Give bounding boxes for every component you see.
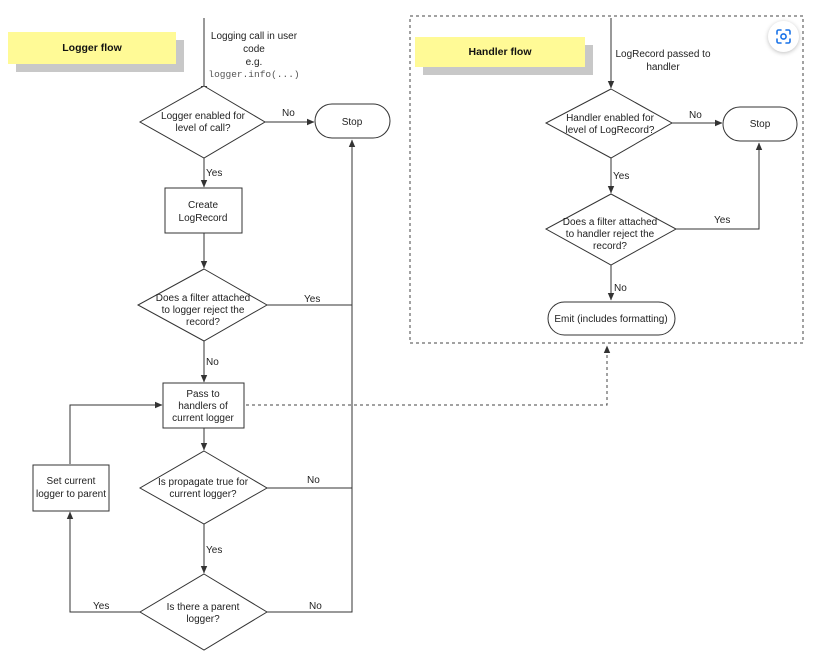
handler-enabled-decision: Handler enabled for level of LogRecord?: [544, 88, 674, 159]
logger-flow-edges: [66, 18, 611, 613]
svg-text:Handler enabled for: Handler enabled for: [566, 113, 655, 124]
parent-logger-decision: Is there a parent logger?: [139, 573, 268, 651]
label-yes-handler-enabled: Yes: [613, 171, 629, 182]
label-yes-logger-enabled: Yes: [206, 168, 222, 179]
svg-text:to handler reject the: to handler reject the: [566, 229, 655, 240]
label-no-handler-enabled: No: [689, 110, 702, 121]
label-no-logger-filter: No: [206, 357, 219, 368]
create-logrecord-box: Create LogRecord: [164, 187, 243, 234]
svg-text:current logger?: current logger?: [169, 489, 237, 500]
logger-flow-title: Logger flow: [8, 32, 184, 72]
label-yes-logger-filter: Yes: [304, 294, 320, 305]
pass-to-handlers-box: Pass to handlers of current logger: [162, 382, 245, 429]
svg-text:record?: record?: [186, 317, 220, 328]
label-yes-handler-filter: Yes: [714, 215, 730, 226]
svg-text:handlers of: handlers of: [178, 401, 228, 412]
label-yes-propagate: Yes: [206, 545, 222, 556]
handler-flow-title: Handler flow: [415, 37, 593, 75]
label-no-parent: No: [309, 601, 322, 612]
emit-terminal: Emit (includes formatting): [547, 301, 676, 336]
visual-search-button[interactable]: [768, 21, 799, 52]
svg-text:record?: record?: [593, 241, 627, 252]
svg-text:Logger enabled for: Logger enabled for: [161, 111, 246, 122]
svg-text:Set current: Set current: [47, 476, 96, 487]
label-no-propagate: No: [307, 475, 320, 486]
svg-text:e.g.: e.g.: [246, 57, 263, 68]
label-no-handler-filter: No: [614, 283, 627, 294]
svg-text:LogRecord passed to: LogRecord passed to: [615, 49, 711, 60]
handler-flow-edges: [607, 18, 763, 301]
svg-text:logger to parent: logger to parent: [36, 489, 106, 500]
svg-text:Pass to: Pass to: [186, 389, 220, 400]
logger-filter-decision: Does a filter attached to logger reject …: [136, 268, 269, 342]
svg-text:logger?: logger?: [186, 614, 220, 625]
label-yes-parent: Yes: [93, 601, 109, 612]
svg-text:handler: handler: [646, 62, 680, 73]
svg-text:Is there a parent: Is there a parent: [167, 602, 240, 613]
svg-text:level of LogRecord?: level of LogRecord?: [566, 125, 655, 136]
handler-entry-text: LogRecord passed to handler: [615, 49, 711, 73]
svg-text:level of call?: level of call?: [175, 123, 230, 134]
handler-filter-decision: Does a filter attached to handler reject…: [544, 193, 678, 266]
handler-stop-terminal: Stop: [722, 106, 798, 142]
svg-text:Stop: Stop: [342, 117, 363, 128]
set-parent-box: Set current logger to parent: [32, 464, 110, 512]
svg-text:LogRecord: LogRecord: [179, 213, 228, 224]
logger-entry-text: Logging call in user code e.g. logger.in…: [208, 31, 299, 80]
svg-text:Logging call in user: Logging call in user: [211, 31, 298, 42]
svg-text:code: code: [243, 44, 265, 55]
svg-text:to logger reject the: to logger reject the: [162, 305, 245, 316]
svg-text:current logger: current logger: [172, 413, 234, 424]
svg-text:Create: Create: [188, 200, 218, 211]
propagate-decision: Is propagate true for current logger?: [138, 450, 268, 525]
svg-text:Logger flow: Logger flow: [62, 42, 122, 54]
visual-search-icon: [776, 29, 791, 44]
svg-text:Emit (includes formatting): Emit (includes formatting): [554, 314, 667, 325]
svg-text:Does a filter attached: Does a filter attached: [563, 217, 658, 228]
svg-text:logger.info(...): logger.info(...): [208, 69, 299, 80]
edge-labels: No Yes Yes No No Yes Yes No No Yes Yes N…: [93, 108, 730, 612]
logger-enabled-decision: Logger enabled for level of call?: [138, 85, 266, 159]
label-no-logger-enabled: No: [282, 108, 295, 119]
svg-text:Is propagate true for: Is propagate true for: [158, 477, 249, 488]
svg-text:Does a filter attached: Does a filter attached: [156, 293, 251, 304]
logger-stop-terminal: Stop: [314, 103, 391, 139]
svg-text:Stop: Stop: [750, 119, 771, 130]
svg-text:Handler flow: Handler flow: [468, 46, 532, 58]
